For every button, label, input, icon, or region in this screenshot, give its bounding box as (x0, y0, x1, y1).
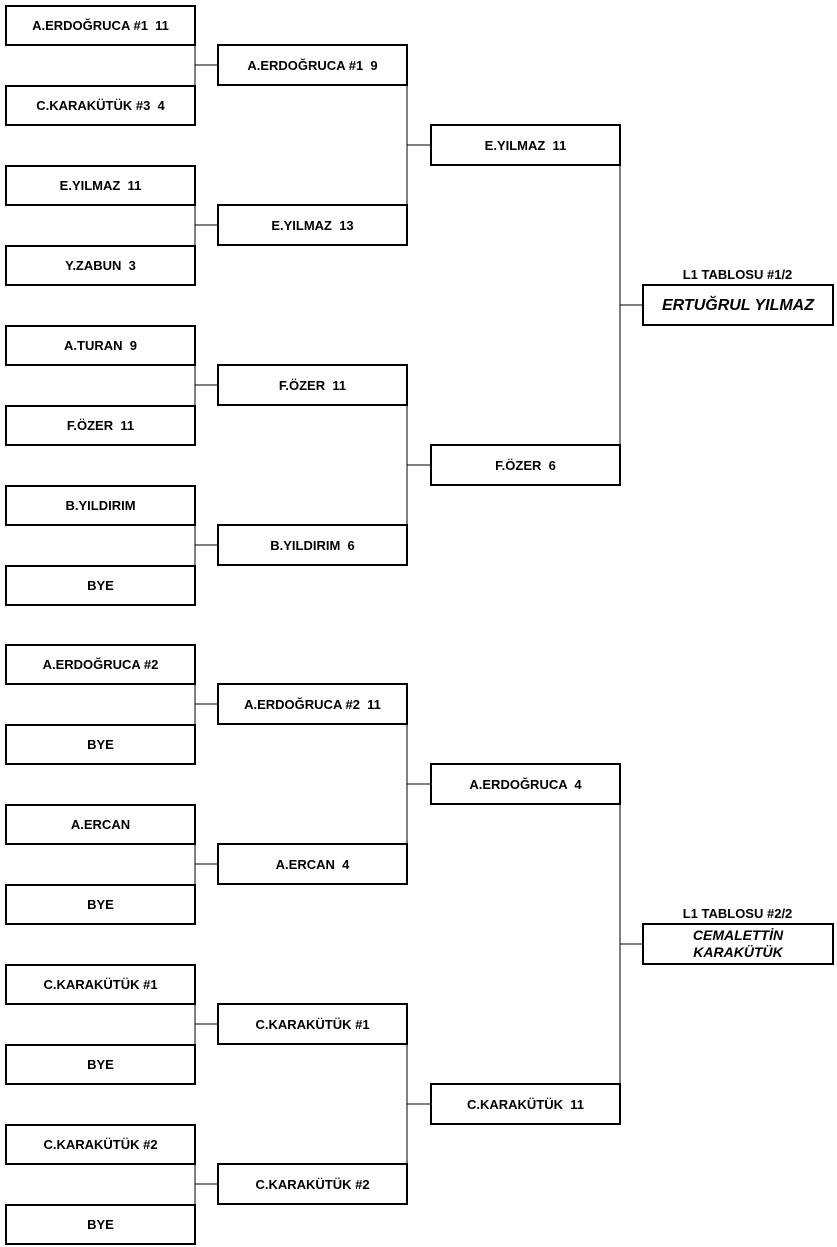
bracket2-round2-slot: C.KARAKÜTÜK #2 (217, 1163, 408, 1205)
bracket2-round1-slot: BYE (5, 1044, 196, 1085)
bracket1-round1-slot: A.ERDOĞRUCA #1 11 (5, 5, 196, 46)
bracket2-round1-slot: A.ERCAN (5, 804, 196, 845)
bracket2-winner: CEMALETTİN KARAKÜTÜK (642, 923, 834, 965)
bracket1-semifinal-slot: F.ÖZER 6 (430, 444, 621, 486)
bracket1-round1-slot: F.ÖZER 11 (5, 405, 196, 446)
bracket2-round1-slot: C.KARAKÜTÜK #2 (5, 1124, 196, 1165)
bracket2-semifinal-slot: A.ERDOĞRUCA 4 (430, 763, 621, 805)
bracket1-round1-slot: C.KARAKÜTÜK #3 4 (5, 85, 196, 126)
bracket2-round1-slot: C.KARAKÜTÜK #1 (5, 964, 196, 1005)
bracket2-semifinal-slot: C.KARAKÜTÜK 11 (430, 1083, 621, 1125)
bracket1-round1-slot: BYE (5, 565, 196, 606)
bracket1-title: L1 TABLOSU #1/2 (682, 267, 793, 282)
bracket1-round2-slot: B.YILDIRIM 6 (217, 524, 408, 566)
bracket1-winner: ERTUĞRUL YILMAZ (642, 284, 834, 326)
bracket2-round2-slot: A.ERCAN 4 (217, 843, 408, 885)
bracket1-round1-slot: Y.ZABUN 3 (5, 245, 196, 286)
bracket1-round2-slot: E.YILMAZ 13 (217, 204, 408, 246)
bracket2-round1-slot: BYE (5, 884, 196, 925)
bracket1-round1-slot: B.YILDIRIM (5, 485, 196, 526)
bracket2-round1-slot: A.ERDOĞRUCA #2 (5, 644, 196, 685)
bracket2-round1-slot: BYE (5, 724, 196, 765)
bracket1-round1-slot: E.YILMAZ 11 (5, 165, 196, 206)
bracket1-round1-slot: A.TURAN 9 (5, 325, 196, 366)
bracket2-title: L1 TABLOSU #2/2 (682, 906, 793, 921)
bracket1-semifinal-slot: E.YILMAZ 11 (430, 124, 621, 166)
bracket1-round2-slot: A.ERDOĞRUCA #1 9 (217, 44, 408, 86)
bracket2-round2-slot: A.ERDOĞRUCA #2 11 (217, 683, 408, 725)
bracket2-round2-slot: C.KARAKÜTÜK #1 (217, 1003, 408, 1045)
bracket2-round1-slot: BYE (5, 1204, 196, 1245)
bracket1-round2-slot: F.ÖZER 11 (217, 364, 408, 406)
